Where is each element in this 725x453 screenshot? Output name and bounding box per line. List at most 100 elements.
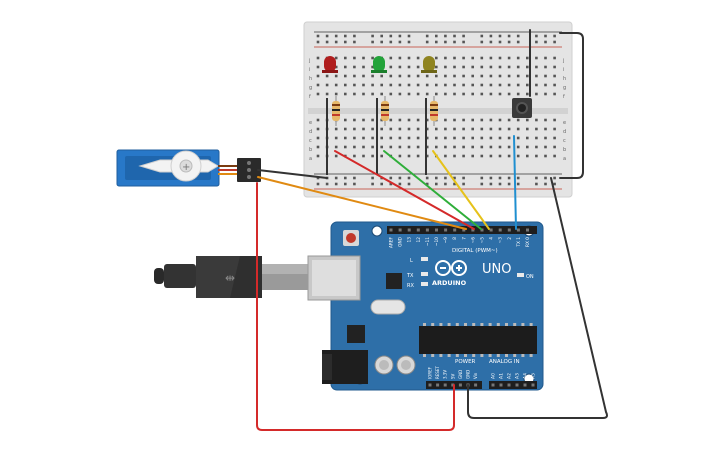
- rail-hole: [435, 176, 438, 180]
- row-letters-right: j i h g f e d c b a: [562, 58, 566, 162]
- breadboard-hole: [516, 74, 520, 78]
- wire-green-led[interactable]: [383, 150, 482, 230]
- chip-pin: [439, 354, 443, 357]
- wire-black-rail-loop[interactable]: [559, 32, 584, 179]
- header-hole[interactable]: [507, 383, 511, 387]
- rail-hole: [444, 34, 447, 38]
- header-hole[interactable]: [458, 383, 462, 387]
- rail-hole: [316, 182, 320, 186]
- breadboard-hole: [544, 56, 547, 60]
- breadboard-hole: [435, 65, 438, 69]
- rail-hole: [371, 40, 374, 44]
- analog-pin-label: A3: [515, 373, 521, 379]
- rail-hole: [462, 40, 465, 44]
- header-hole[interactable]: [389, 228, 393, 232]
- servo-motor[interactable]: +: [116, 149, 261, 187]
- rail-hole: [516, 34, 520, 38]
- header-hole[interactable]: [451, 383, 455, 387]
- rail-hole: [344, 176, 347, 180]
- header-hole[interactable]: [491, 383, 495, 387]
- header-hole[interactable]: [428, 383, 432, 387]
- row-letter: d: [563, 129, 566, 135]
- header-hole[interactable]: [443, 383, 447, 387]
- header-hole[interactable]: [416, 228, 420, 232]
- analog-pin-label: A4: [523, 373, 529, 379]
- header-hole[interactable]: [498, 228, 502, 232]
- breadboard-hole: [553, 74, 556, 78]
- row-letters-left: j i h g f e d c b a: [308, 58, 312, 162]
- header-hole[interactable]: [515, 383, 519, 387]
- header-hole[interactable]: [471, 228, 475, 232]
- chip-pin: [529, 323, 533, 326]
- header-hole[interactable]: [531, 383, 535, 387]
- breadboard-hole: [416, 127, 420, 131]
- header-hole[interactable]: [407, 228, 411, 232]
- row-letter: h: [563, 76, 566, 82]
- header-hole[interactable]: [435, 228, 438, 232]
- row-letter: j: [308, 58, 310, 64]
- led-l-label: L: [410, 258, 413, 264]
- wire-yellow-led[interactable]: [432, 150, 490, 230]
- analog-header-label: ANALOG IN: [489, 359, 520, 365]
- rail-hole: [407, 182, 411, 186]
- header-hole[interactable]: [499, 383, 503, 387]
- header-hole[interactable]: [526, 228, 529, 232]
- breadboard-hole: [416, 56, 420, 60]
- header-hole[interactable]: [489, 228, 493, 232]
- wire-black-gnd[interactable]: [467, 177, 608, 419]
- resistor-3[interactable]: [430, 96, 438, 126]
- header-hole[interactable]: [516, 228, 520, 232]
- led-tx-label: TX: [406, 273, 414, 279]
- breadboard-hole: [526, 92, 529, 96]
- breadboard-hole: [316, 92, 320, 96]
- digital-pin-label: ~10: [434, 237, 440, 246]
- breadboard-hole: [389, 65, 393, 69]
- green-led[interactable]: [371, 56, 387, 73]
- header-hole[interactable]: [507, 228, 511, 232]
- digital-pin-label: RX 0: [525, 237, 531, 247]
- red-led[interactable]: [322, 56, 338, 73]
- breadboard-hole: [471, 92, 474, 96]
- header-hole[interactable]: [398, 228, 402, 232]
- breadboard-hole: [462, 136, 465, 140]
- wire-red-5v[interactable]: [256, 182, 455, 431]
- breadboard-hole: [316, 74, 320, 78]
- header-hole[interactable]: [453, 228, 457, 232]
- push-button[interactable]: [512, 98, 532, 118]
- rail-hole: [480, 40, 484, 44]
- digital-pin-label: 12: [416, 237, 422, 243]
- resistor-2[interactable]: [381, 96, 389, 126]
- wire-blue-button[interactable]: [513, 135, 517, 230]
- resistor-1[interactable]: [332, 96, 340, 126]
- breadboard-hole: [371, 145, 374, 149]
- breadboard-hole: [453, 118, 456, 122]
- breadboard-hole: [398, 92, 402, 96]
- row-letter: b: [563, 147, 566, 153]
- wire-black-servo-gnd[interactable]: [257, 169, 328, 179]
- header-hole[interactable]: [474, 383, 478, 387]
- breadboard-hole: [480, 56, 484, 60]
- chip-pin: [423, 323, 426, 326]
- header-hole[interactable]: [425, 228, 429, 232]
- breadboard-hole: [444, 118, 447, 122]
- breadboard-hole: [316, 83, 320, 87]
- breadboard-hole: [316, 65, 320, 69]
- header-hole[interactable]: [462, 228, 466, 232]
- header-hole[interactable]: [523, 383, 527, 387]
- breadboard-hole: [325, 92, 329, 96]
- breadboard-hole: [416, 83, 420, 87]
- yellow-led[interactable]: [421, 56, 437, 73]
- breadboard-hole: [453, 136, 456, 140]
- breadboard-hole: [371, 83, 374, 87]
- rail-hole: [507, 182, 511, 186]
- wire-orange-servo[interactable]: [257, 176, 467, 230]
- rail-hole: [425, 176, 429, 180]
- header-hole[interactable]: [436, 383, 440, 387]
- digital-pin-label: 2: [507, 237, 513, 240]
- header-hole[interactable]: [444, 228, 448, 232]
- wire-red-led[interactable]: [334, 150, 475, 230]
- power-pin-label: 5V: [450, 373, 455, 379]
- header-hole[interactable]: [480, 228, 484, 232]
